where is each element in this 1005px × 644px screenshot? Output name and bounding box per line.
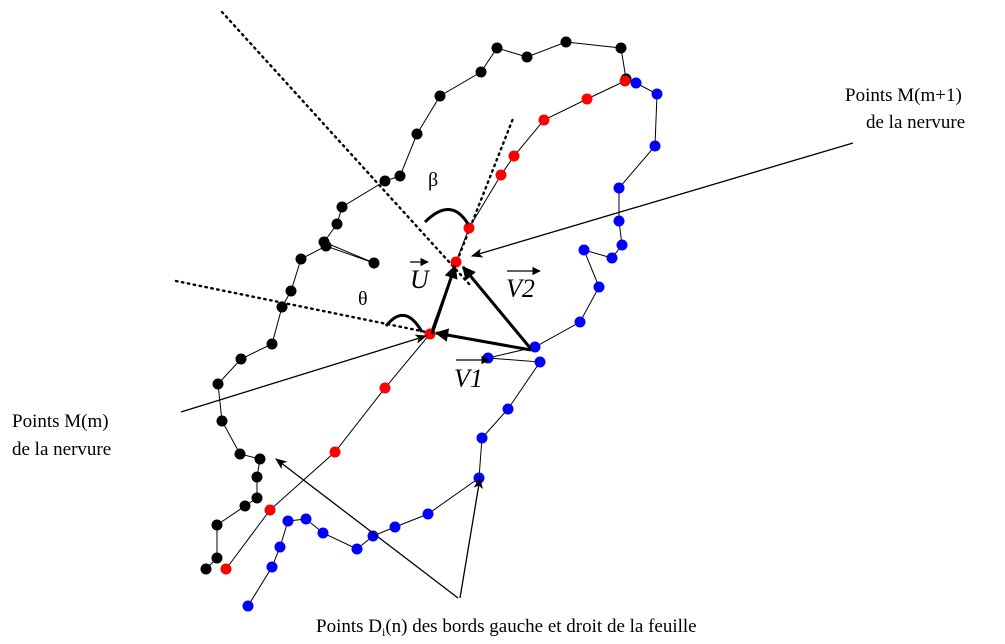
left-edge-line xyxy=(205,41,627,570)
vector-v1-arrow xyxy=(434,328,532,352)
right-edge-point xyxy=(367,530,379,542)
right-edge-point xyxy=(502,403,514,415)
vector-symbols: U V2 V1 xyxy=(410,257,541,393)
left-edge-point xyxy=(276,301,288,313)
right-edge-point xyxy=(422,508,434,520)
left-edge-point xyxy=(379,175,391,187)
construction-lines xyxy=(174,10,516,335)
right-edge-point xyxy=(613,215,625,227)
theta-label: θ xyxy=(358,288,368,310)
label-bords: Points Di(n) des bords gauche et droit d… xyxy=(316,616,697,639)
midrib-point xyxy=(495,169,507,181)
callout-right-edge xyxy=(459,476,483,599)
right-edge-outline xyxy=(242,77,663,612)
dotted-line-beta-ref xyxy=(220,10,472,287)
right-edge-point xyxy=(274,541,286,553)
vector-u-arrow xyxy=(430,264,458,335)
right-edge-point xyxy=(266,561,278,573)
midrib-point xyxy=(508,150,520,162)
right-edge-point xyxy=(616,239,628,251)
dotted-line-vein-extension xyxy=(455,114,516,263)
midrib-point xyxy=(379,382,391,394)
midrib-point xyxy=(220,563,232,575)
callout-m xyxy=(180,334,428,413)
callout-m-next xyxy=(470,142,854,258)
right-edge-point xyxy=(578,244,590,256)
right-edge-point xyxy=(630,77,642,89)
vector-u-label: U xyxy=(410,265,431,294)
right-edge-point xyxy=(282,515,294,527)
callout-lines xyxy=(180,142,854,599)
right-edge-point xyxy=(317,527,329,539)
right-edge-point xyxy=(476,432,488,444)
left-edge-point xyxy=(368,257,380,269)
left-edge-point xyxy=(266,338,278,350)
left-edge-point xyxy=(331,218,343,230)
midrib-point xyxy=(581,93,593,105)
left-edge-point xyxy=(251,492,263,504)
left-edge-point xyxy=(320,240,332,252)
left-edge-point xyxy=(560,36,572,48)
vector-v1-label: V1 xyxy=(454,364,483,393)
vectors xyxy=(430,264,533,352)
label-m-next-line1: Points M(m+1) xyxy=(845,85,962,106)
callout-left-edge xyxy=(275,458,459,599)
left-edge-point xyxy=(235,353,247,365)
left-edge-point xyxy=(251,471,263,483)
midrib-outline xyxy=(220,75,631,575)
midrib-point xyxy=(264,504,276,516)
left-edge-point xyxy=(211,552,223,564)
vector-v2-arrow xyxy=(461,265,533,350)
label-m-line2: de la nervure xyxy=(12,439,111,460)
midrib-point xyxy=(450,256,462,268)
label-m-line1: Points M(m) xyxy=(12,411,109,432)
left-edge-point xyxy=(521,51,533,63)
left-edge-point xyxy=(475,66,487,78)
right-edge-point xyxy=(606,252,618,264)
right-edge-point xyxy=(351,543,363,555)
midrib-point xyxy=(538,114,550,126)
left-edge-point xyxy=(491,42,503,54)
vector-v2-label: V2 xyxy=(506,274,535,303)
left-edge-point xyxy=(254,453,266,465)
dotted-line-theta-ref xyxy=(174,279,433,335)
text-labels: Points M(m+1) de la nervure Points M(m) … xyxy=(12,85,965,639)
right-edge-point xyxy=(613,182,625,194)
label-m-next-line2: de la nervure xyxy=(866,112,965,133)
right-edge-point xyxy=(649,140,661,152)
left-edge-point xyxy=(434,90,446,102)
angle-arcs xyxy=(384,208,470,333)
right-edge-point xyxy=(529,341,541,353)
right-edge-point xyxy=(300,513,312,525)
beta-arc xyxy=(423,208,470,225)
midrib-point xyxy=(619,75,631,87)
midrib-point xyxy=(329,446,341,458)
right-edge-point xyxy=(389,521,401,533)
left-edge-point xyxy=(336,201,348,213)
right-edge-point xyxy=(534,356,546,368)
left-edge-point xyxy=(234,448,246,460)
beta-label: β xyxy=(428,169,438,191)
left-edge-point xyxy=(285,285,297,297)
right-edge-point xyxy=(574,316,586,328)
left-edge-point xyxy=(411,128,423,140)
left-edge-point xyxy=(212,378,224,390)
midrib-point xyxy=(463,222,475,234)
left-edge-point xyxy=(615,42,627,54)
right-edge-point xyxy=(482,352,494,364)
right-edge-point xyxy=(242,600,254,612)
left-edge-point xyxy=(216,415,228,427)
left-edge-point xyxy=(239,500,251,512)
left-edge-point xyxy=(394,170,406,182)
right-edge-line xyxy=(247,82,658,607)
midrib-line xyxy=(225,80,626,570)
right-edge-point xyxy=(593,281,605,293)
left-edge-point xyxy=(211,519,223,531)
left-edge-point xyxy=(295,253,307,265)
right-edge-point xyxy=(651,88,663,100)
left-edge-point xyxy=(200,563,212,575)
theta-arc xyxy=(384,314,424,333)
left-edge-outline xyxy=(200,36,632,575)
